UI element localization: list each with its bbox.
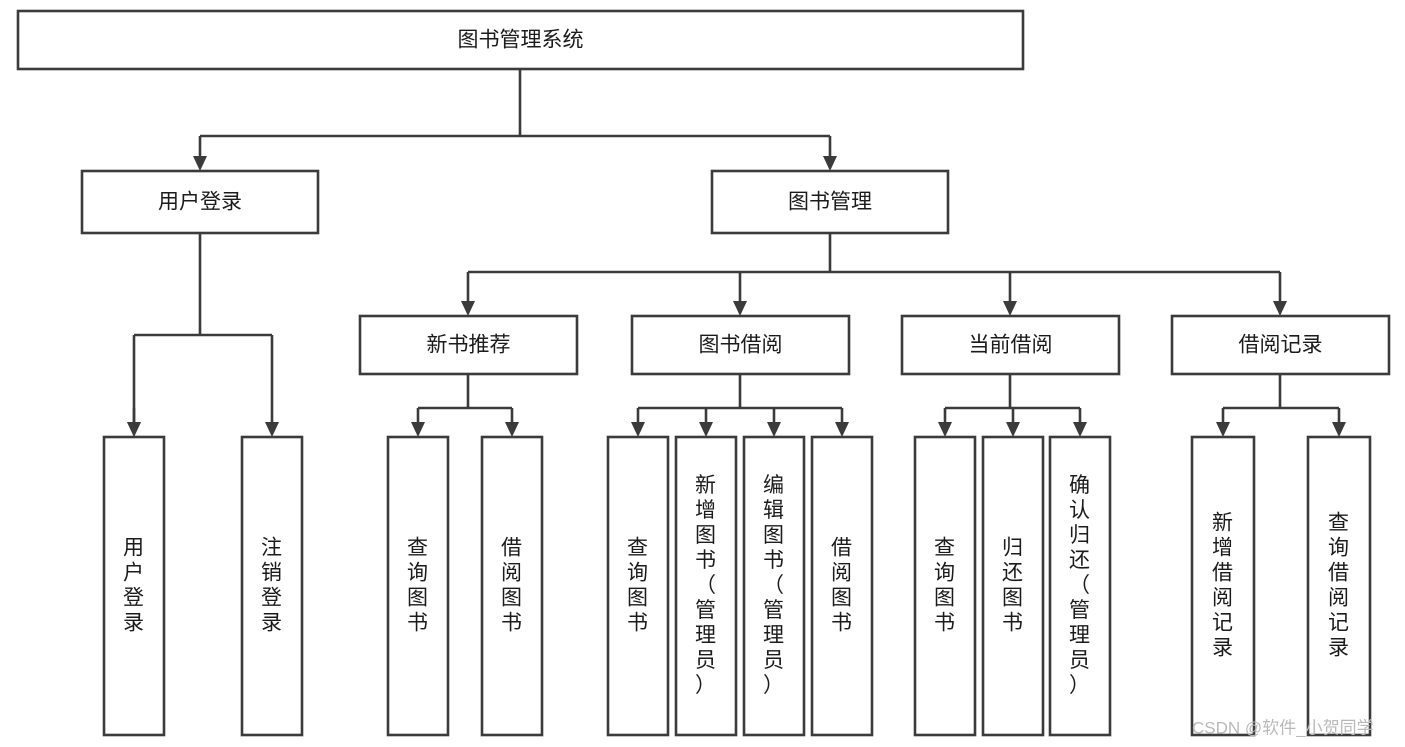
leaf-drop-connector-11-arrow-icon (1332, 422, 1346, 437)
node-leaf-add-borrow-record[interactable]: 新增借阅记录 (1190, 435, 1256, 737)
node-box-leaf-query-book-current[interactable] (913, 435, 977, 737)
node-layer: 图书管理系统用户登录图书管理新书推荐图书借阅当前借阅借阅记录用户登录注销登录查询… (16, 9, 1391, 737)
node-box-leaf-confirm-return[interactable] (1048, 435, 1112, 737)
node-leaf-query-borrow-record[interactable]: 查询借阅记录 (1306, 435, 1372, 737)
node-label-book-borrow: 图书借阅 (699, 334, 783, 357)
level2-drop-connector-1-arrow-icon (733, 301, 747, 316)
leaf-drop-connector-8-arrow-icon (1006, 422, 1020, 437)
node-label-leaf-edit-book: 编辑图书（管理员） (763, 474, 785, 697)
node-label-borrow-records: 借阅记录 (1239, 334, 1323, 357)
node-current-borrow[interactable]: 当前借阅 (900, 314, 1121, 376)
node-label-leaf-confirm-return: 确认归还（管理员） (1069, 474, 1091, 697)
node-box-leaf-query-book-recommend[interactable] (386, 435, 450, 737)
node-label-leaf-borrow-book: 借阅图书 (831, 536, 853, 634)
node-leaf-borrow-book[interactable]: 借阅图书 (810, 435, 874, 737)
node-label-leaf-add-book: 新增图书（管理员） (695, 474, 717, 697)
user-login-drop-connector-1-arrow-icon (265, 422, 279, 437)
node-leaf-query-book-recommend[interactable]: 查询图书 (386, 435, 450, 737)
leaf-drop-connector-3-arrow-icon (631, 422, 645, 437)
node-label-leaf-query-book-recommend: 查询图书 (407, 536, 429, 634)
node-label-leaf-query-book-current: 查询图书 (934, 536, 956, 634)
node-box-leaf-user-login[interactable] (102, 435, 166, 737)
node-box-new-book-recommend[interactable] (358, 314, 579, 376)
node-box-leaf-query-borrow-record[interactable] (1306, 435, 1372, 737)
level2-drop-connector-2-arrow-icon (1003, 301, 1017, 316)
leaf-drop-connector-6-arrow-icon (835, 422, 849, 437)
node-borrow-records[interactable]: 借阅记录 (1170, 314, 1391, 376)
node-label-leaf-query-book-borrow: 查询图书 (627, 536, 649, 634)
node-label-new-book-recommend: 新书推荐 (427, 334, 511, 357)
node-user-login[interactable]: 用户登录 (80, 169, 320, 235)
level1-drop-connector-0-arrow-icon (193, 156, 207, 171)
node-label-book-management: 图书管理 (788, 191, 872, 214)
node-leaf-edit-book[interactable]: 编辑图书（管理员） (742, 435, 806, 737)
leaf-drop-connector-9-arrow-icon (1073, 422, 1087, 437)
node-box-borrow-records[interactable] (1170, 314, 1391, 376)
node-leaf-query-book-borrow[interactable]: 查询图书 (606, 435, 670, 737)
level1-drop-connector-1-arrow-icon (823, 156, 837, 171)
node-box-leaf-user-logout[interactable] (240, 435, 304, 737)
connector-layer (127, 69, 1346, 437)
leaf-drop-connector-5-arrow-icon (767, 422, 781, 437)
node-label-root: 图书管理系统 (458, 29, 584, 52)
node-leaf-borrow-book-recommend[interactable]: 借阅图书 (480, 435, 544, 737)
level2-drop-connector-3-arrow-icon (1273, 301, 1287, 316)
node-leaf-user-login[interactable]: 用户登录 (102, 435, 166, 737)
node-box-leaf-borrow-book-recommend[interactable] (480, 435, 544, 737)
node-box-leaf-add-borrow-record[interactable] (1190, 435, 1256, 737)
node-label-leaf-borrow-book-recommend: 借阅图书 (501, 536, 523, 634)
node-label-current-borrow: 当前借阅 (969, 334, 1053, 357)
node-leaf-confirm-return[interactable]: 确认归还（管理员） (1048, 435, 1112, 737)
leaf-drop-connector-4-arrow-icon (699, 422, 713, 437)
node-root[interactable]: 图书管理系统 (16, 9, 1025, 71)
node-box-book-borrow[interactable] (630, 314, 851, 376)
node-book-management[interactable]: 图书管理 (710, 169, 950, 235)
leaf-drop-connector-10-arrow-icon (1216, 422, 1230, 437)
leaf-drop-connector-7-arrow-icon (938, 422, 952, 437)
node-leaf-add-book[interactable]: 新增图书（管理员） (674, 435, 738, 737)
csdn-watermark: CSDN @软件_小贺同学 (1192, 718, 1374, 737)
node-box-leaf-query-book-borrow[interactable] (606, 435, 670, 737)
node-label-leaf-user-login: 用户登录 (123, 536, 145, 634)
node-box-leaf-borrow-book[interactable] (810, 435, 874, 737)
node-box-leaf-edit-book[interactable] (742, 435, 806, 737)
node-book-borrow[interactable]: 图书借阅 (630, 314, 851, 376)
node-leaf-query-book-current[interactable]: 查询图书 (913, 435, 977, 737)
node-label-leaf-return-book: 归还图书 (1002, 536, 1024, 634)
node-leaf-user-logout[interactable]: 注销登录 (240, 435, 304, 737)
leaf-drop-connector-1-arrow-icon (411, 422, 425, 437)
level2-drop-connector-0-arrow-icon (461, 301, 475, 316)
node-box-leaf-add-book[interactable] (674, 435, 738, 737)
node-new-book-recommend[interactable]: 新书推荐 (358, 314, 579, 376)
node-box-root[interactable] (16, 9, 1025, 71)
node-box-leaf-return-book[interactable] (981, 435, 1045, 737)
leaf-drop-connector-2-arrow-icon (505, 422, 519, 437)
node-label-user-login: 用户登录 (158, 191, 242, 214)
node-label-leaf-user-logout: 注销登录 (261, 536, 283, 634)
node-label-leaf-query-borrow-record: 查询借阅记录 (1328, 511, 1350, 659)
leaf-drop-connector-0-arrow-icon (127, 422, 141, 437)
node-leaf-return-book[interactable]: 归还图书 (981, 435, 1045, 737)
node-box-user-login[interactable] (80, 169, 320, 235)
node-label-leaf-add-borrow-record: 新增借阅记录 (1212, 511, 1234, 659)
node-box-book-management[interactable] (710, 169, 950, 235)
node-box-current-borrow[interactable] (900, 314, 1121, 376)
